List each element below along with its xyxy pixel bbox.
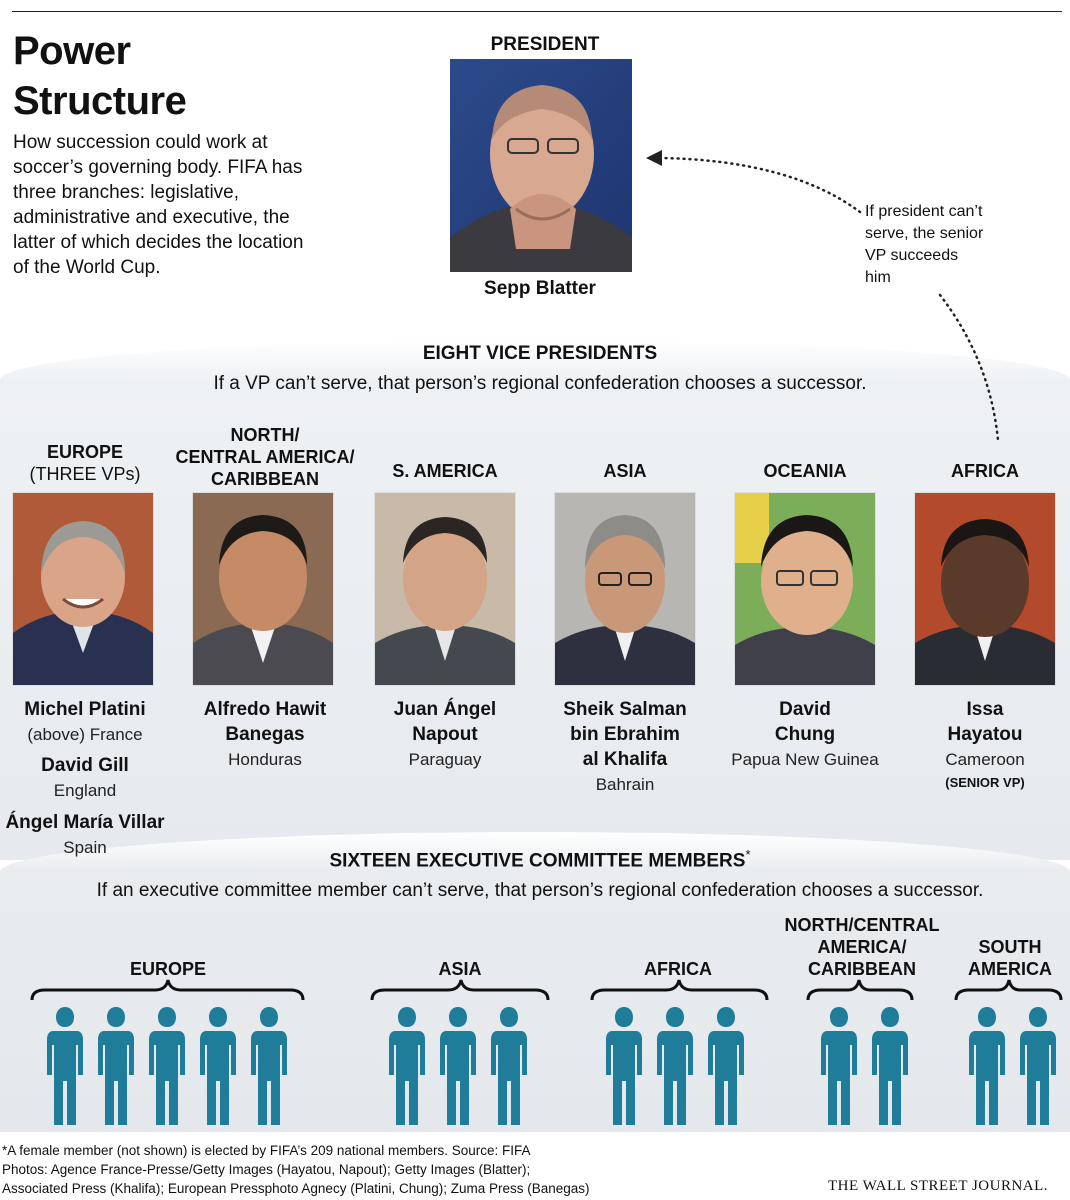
- photo-banegas: [192, 492, 334, 686]
- exco-subtitle: If an executive committee member can’t s…: [20, 880, 1060, 902]
- president-header: PRESIDENT: [445, 34, 645, 56]
- president-photo: [450, 59, 632, 272]
- vp-header: EIGHT VICE PRESIDENTS: [290, 343, 790, 365]
- vp-name-platini: Michel Platini: [0, 697, 170, 722]
- member-figure-icon: [387, 1005, 427, 1127]
- member-figure-icon: [870, 1005, 910, 1127]
- member-figure-icon: [45, 1005, 85, 1127]
- member-figure-icon: [819, 1005, 859, 1127]
- photo-khalifa: [554, 492, 696, 686]
- member-figure-icon: [706, 1005, 746, 1127]
- vp-country-chung: Papua New Guinea: [710, 747, 900, 772]
- brace-africa: [592, 980, 767, 1000]
- footnote: *A female member (not shown) is elected …: [2, 1141, 902, 1160]
- region-asia: ASIA: [530, 460, 720, 482]
- vp-country-banegas: Honduras: [170, 747, 360, 772]
- president-name: Sepp Blatter: [440, 276, 640, 301]
- member-figure-icon: [489, 1005, 529, 1127]
- exco-label-africa: AFRICA: [608, 958, 748, 980]
- exco-member-figures: [0, 1005, 1070, 1130]
- brace-europe: [32, 980, 303, 1000]
- portrait-napout: [375, 493, 515, 685]
- brace-ncac: [808, 980, 912, 1000]
- vp-country-khalifa: Bahrain: [530, 772, 720, 797]
- region-ncac: NORTH/CENTRAL AMERICA/CARIBBEAN: [170, 424, 360, 490]
- member-figure-icon: [249, 1005, 289, 1127]
- region-samerica: S. AMERICA: [350, 460, 540, 482]
- vp-country-napout: Paraguay: [350, 747, 540, 772]
- portrait-chung: [735, 493, 875, 685]
- exco-label-europe: EUROPE: [68, 958, 268, 980]
- photo-hayatou: [914, 492, 1056, 686]
- portrait-blatter: [450, 59, 632, 272]
- exco-header: SIXTEEN EXECUTIVE COMMITTEE MEMBERS*: [270, 847, 810, 872]
- intro-text: How succession could work at soccer’s go…: [13, 130, 313, 280]
- member-figure-icon: [967, 1005, 1007, 1127]
- brace-asia: [372, 980, 548, 1000]
- vp-country-platini: (above) France: [0, 722, 170, 747]
- vp-subtitle: If a VP can’t serve, that person’s regio…: [90, 373, 990, 395]
- member-figure-icon: [438, 1005, 478, 1127]
- photo-napout: [374, 492, 516, 686]
- senior-vp-badge: (SENIOR VP): [890, 775, 1070, 790]
- group-braces: [0, 978, 1070, 1008]
- photo-credits-2: Associated Press (Khalifa); European Pre…: [2, 1179, 902, 1198]
- arrowhead-icon: [646, 150, 662, 166]
- portrait-khalifa: [555, 493, 695, 685]
- succession-arrow: [640, 140, 1020, 450]
- photo-platini: [12, 492, 154, 686]
- portrait-hayatou: [915, 493, 1055, 685]
- photo-credits-1: Photos: Agence France-Presse/Getty Image…: [2, 1160, 902, 1179]
- member-figure-icon: [604, 1005, 644, 1127]
- member-figure-icon: [198, 1005, 238, 1127]
- publisher-logo: THE WALL STREET JOURNAL.: [828, 1178, 1068, 1195]
- region-oceania: OCEANIA: [710, 460, 900, 482]
- vp-country-hayatou: Cameroon: [890, 747, 1070, 772]
- member-figure-icon: [147, 1005, 187, 1127]
- brace-samerica: [956, 980, 1061, 1000]
- portrait-banegas: [193, 493, 333, 685]
- vp-country-villar: Spain: [0, 835, 170, 860]
- member-figure-icon: [1018, 1005, 1058, 1127]
- photo-chung: [734, 492, 876, 686]
- member-figure-icon: [655, 1005, 695, 1127]
- member-figure-icon: [96, 1005, 136, 1127]
- vp-name-villar: Ángel María Villar: [0, 810, 170, 835]
- vp-country-gill: England: [0, 778, 170, 803]
- vp-name-gill: David Gill: [0, 753, 170, 778]
- exco-label-asia: ASIA: [390, 958, 530, 980]
- portrait-platini: [13, 493, 153, 685]
- region-europe: EUROPE(THREE VPs): [0, 441, 170, 485]
- top-rule: [12, 11, 1062, 12]
- region-africa: AFRICA: [890, 460, 1070, 482]
